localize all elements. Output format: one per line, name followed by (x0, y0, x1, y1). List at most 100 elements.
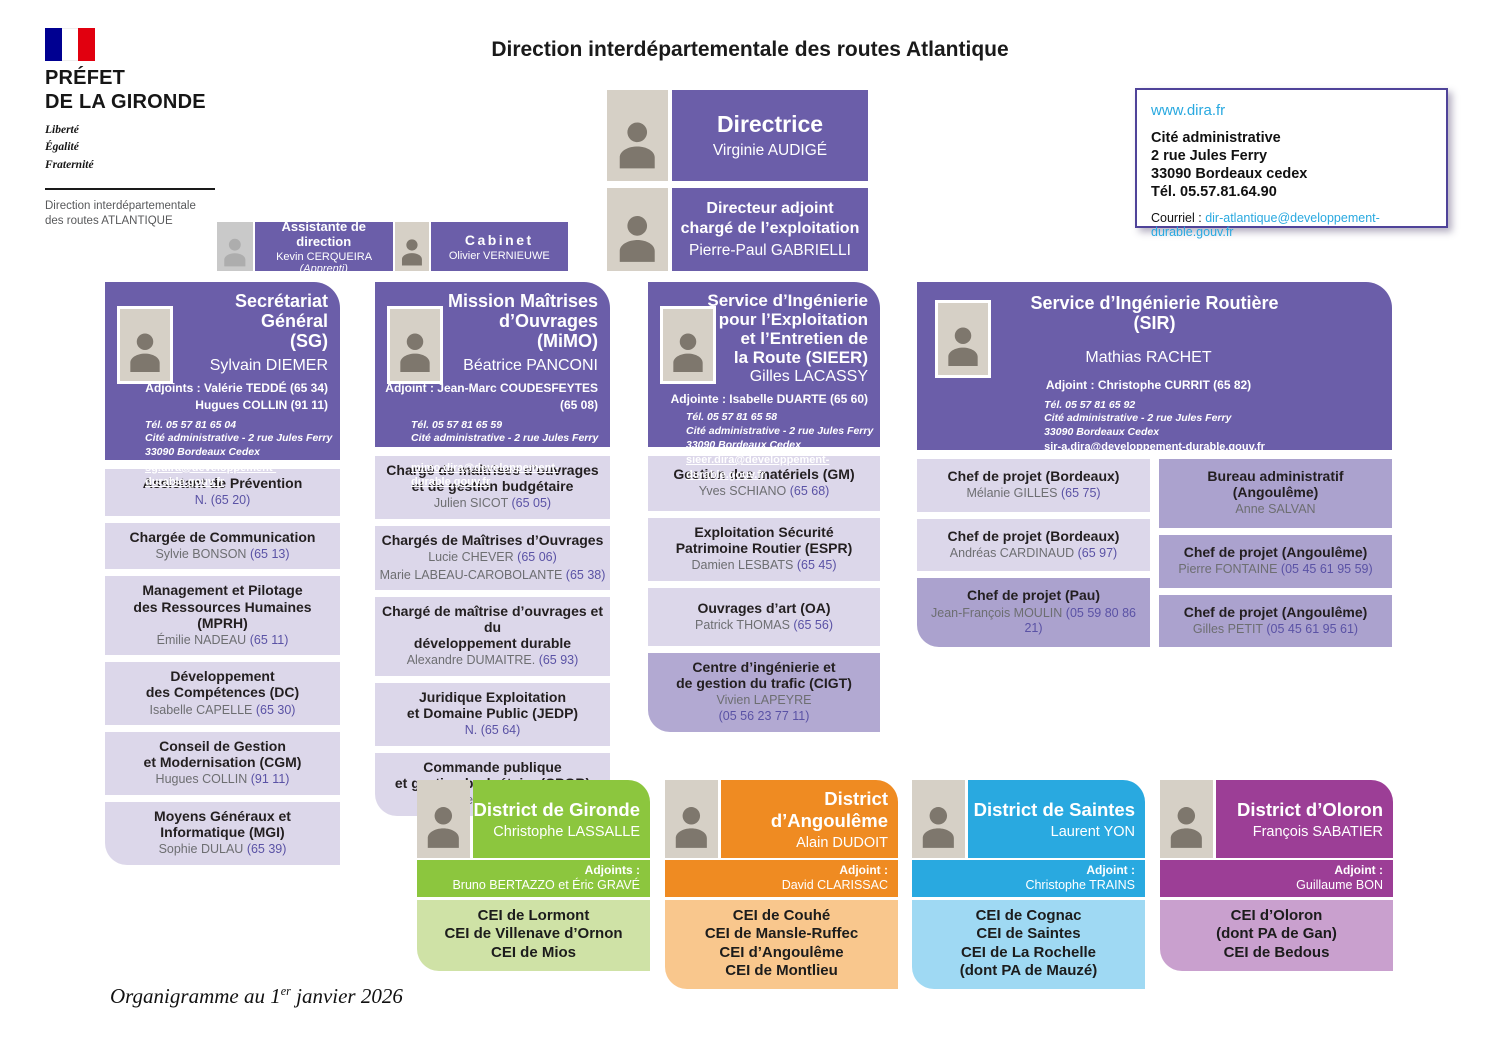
sg-email-link[interactable]: sg.dira@developpement-durable.gouv.fr (145, 461, 277, 489)
directeur-adjoint-name: Pierre-Paul GABRIELLI (689, 241, 851, 259)
unit-title: Chargée de Communication (129, 528, 316, 545)
page-title: Direction interdépartementale des routes… (491, 38, 1009, 61)
unit-person: Alexandre DUMAITRE. (65 93) (406, 653, 579, 668)
unit-person: N. (65 20) (194, 493, 251, 508)
sieer-adjoints: Adjointe : Isabelle DUARTE (65 60) (670, 392, 868, 407)
mimo-contact-lines: Tél. 05 57 81 65 59 Cité administrative … (411, 418, 599, 459)
district-title: District de Saintes (973, 798, 1135, 820)
unit-mprh: Management et Pilotage des Ressources Hu… (105, 576, 340, 656)
contact-info-box: www.dira.fr Cité administrative 2 rue Ju… (1135, 88, 1448, 239)
unit-title: Chef de projet (Angoulême) (1183, 543, 1368, 560)
sir-head-name: Mathias RACHET (1085, 349, 1212, 367)
district-gironde-ceis: CEI de Lormont CEI de Villenave d’Ornon … (417, 900, 650, 971)
footer-suffix: janvier 2026 (290, 984, 403, 1008)
unit-title: Chef de projet (Angoulême) (1183, 603, 1368, 620)
unit-person: Lucie CHEVER (65 06) (428, 549, 557, 564)
unit-person: Patrick THOMAS (65 56) (694, 617, 833, 632)
mimo-head-name: Béatrice PANCONI (463, 357, 598, 375)
sieer-contact-lines: Tél. 05 57 81 65 58 Cité administrative … (686, 411, 874, 451)
district-saintes-header: District de Saintes Laurent YON (912, 780, 1145, 858)
district-title: District d’Angoulême (770, 787, 888, 831)
district-head-name: Laurent YON (1050, 823, 1135, 840)
unit-espr: Exploitation Sécurité Patrimoine Routier… (648, 517, 880, 581)
district-title: District d’Oloron (1237, 798, 1383, 820)
logo-divider (45, 187, 215, 190)
photo-virginie-audige (607, 90, 668, 181)
district-oloron-adjoints: Adjoint : Guillaume BON (1160, 860, 1393, 897)
unit-person: Damien LESBATS (65 45) (691, 557, 837, 572)
photo-beatrice-panconi (387, 306, 443, 384)
email-label: Courriel : (1151, 210, 1206, 225)
mimo-email-link[interactable]: mimo.dira@developpement-durable.gouv.fr (411, 461, 559, 489)
district-gironde-titlebox: District de Gironde Christophe LASSALLE (473, 780, 650, 858)
sieer-email-link[interactable]: sieer.dira@developpement-durable.gouv.fr (686, 454, 830, 481)
unit-bureau-administratif-angouleme: Bureau administratif (Angoulême) Anne SA… (1159, 459, 1392, 528)
unit-title: Chef de projet (Bordeaux) (947, 468, 1120, 484)
district-gironde: District de Gironde Christophe LASSALLE … (417, 780, 650, 971)
district-angouleme-ceis: CEI de Couhé CEI de Mansle-Ruffec CEI d’… (665, 900, 898, 990)
district-oloron-ceis: CEI d’Oloron (dont PA de Gan) CEI de Bed… (1160, 900, 1393, 971)
sir-title: Service d’Ingénierie Routière (SIR) (1030, 293, 1279, 334)
unit-title: Chargés de Maîtrises d’Ouvrages (381, 531, 604, 548)
district-gironde-adjoints: Adjoints : Bruno BERTAZZO et Éric GRAVÉ (417, 860, 650, 897)
unit-person: N. (65 64) (464, 723, 521, 738)
unit-chef-projet-pau: Chef de projet (Pau) Jean-François MOULI… (917, 578, 1150, 647)
district-oloron-titlebox: District d’Oloron François SABATIER (1216, 780, 1393, 858)
adjoint-names: Bruno BERTAZZO et Éric GRAVÉ (452, 878, 640, 892)
email-link[interactable]: dir-atlantique@developpement-durable.gou… (1151, 210, 1380, 239)
unit-title: Développement des Compétences (DC) (145, 668, 300, 701)
sg-title: Secrétariat Général (SG) (234, 291, 328, 352)
flag-red-stripe (78, 28, 96, 61)
district-head-name: François SABATIER (1252, 823, 1383, 840)
unit-assistant-de-prevention: Assistant de Prévention N. (65 20) (105, 469, 340, 516)
unit-title: Chef de projet (Bordeaux) (947, 527, 1120, 544)
service-sg: Secrétariat Général (SG) Sylvain DIEMER … (105, 282, 340, 865)
unit-title: Chargé de maîtrises d’ouvrages et de ges… (386, 462, 599, 495)
assistante-title: Assistante de direction (281, 218, 367, 249)
sg-header: Secrétariat Général (SG) Sylvain DIEMER … (105, 282, 340, 488)
unit-person: Vivien LAPEYRE (05 56 23 77 11) (716, 693, 812, 724)
unit-mo-developpement-durable: Chargé de maîtrise d’ouvrages et du déve… (375, 597, 610, 677)
sieer-head-name: Gilles LACASSY (749, 368, 868, 386)
cabinet-title: Cabinet (464, 231, 534, 248)
sir-contact-lines: Tél. 05 57 81 65 92 Cité administrative … (1044, 398, 1232, 438)
french-flag-icon (45, 28, 96, 61)
unit-person: Sylvie BONSON (65 13) (155, 546, 290, 561)
photo-mathias-rachet (935, 300, 991, 378)
sieer-header: Service d’Ingénierie pour l’Exploitation… (648, 282, 880, 481)
unit-chef-projet-angouleme-1: Chef de projet (Angoulême) Pierre FONTAI… (1159, 534, 1392, 588)
district-saintes-titlebox: District de Saintes Laurent YON (968, 780, 1145, 858)
unit-person: Émilie NADEAU (65 11) (156, 632, 289, 647)
district-head-name: Alain DUDOIT (796, 834, 888, 851)
unit-title: Chargé de maîtrise d’ouvrages et du déve… (382, 603, 603, 652)
adjoint-names: David CLARISSAC (781, 878, 888, 892)
unit-person: Mélanie GILLES (65 75) (966, 486, 1101, 501)
district-angouleme-adjoints: Adjoint : David CLARISSAC (665, 860, 898, 897)
unit-person: Pierre FONTAINE (05 45 61 95 59) (1178, 561, 1373, 576)
sir-adjoints: Adjoint : Christophe CURRIT (65 82) (1045, 378, 1252, 393)
assistante-note: (Apprenti) (299, 262, 348, 275)
unit-person: Gilles PETIT (05 45 61 95 61) (1192, 621, 1359, 636)
footer-superscript: er (280, 984, 291, 998)
directeur-adjoint-title: Directeur adjoint chargé de l’exploitati… (680, 200, 860, 237)
adjoint-label: Adjoint : (839, 863, 888, 877)
photo-olivier-vernieuwe (392, 222, 431, 271)
flag-white-stripe (61, 28, 79, 61)
photo-francois-sabatier (1160, 780, 1213, 858)
unit-person: Anne SALVAN (1235, 502, 1316, 517)
district-oloron: District d’Oloron François SABATIER Adjo… (1160, 780, 1393, 971)
district-title: District de Gironde (473, 798, 640, 820)
cabinet-name: Olivier VERNIEUWE (448, 249, 550, 262)
unit-chef-projet-bordeaux-2: Chef de projet (Bordeaux) Andréas CARDIN… (917, 518, 1150, 572)
assistante-text: Assistante de direction Kevin CERQUEIRA … (255, 218, 393, 275)
website-link[interactable]: www.dira.fr (1151, 102, 1226, 119)
sir-email-link[interactable]: sir-a.dira@developpement-durable.gouv.fr (1044, 441, 1265, 454)
unit-title: Ouvrages d’art (OA) (697, 599, 831, 616)
mimo-units: Chargé de maîtrises d’ouvrages et de ges… (375, 456, 610, 816)
unit-mo-gestion-budgetaire: Chargé de maîtrises d’ouvrages et de ges… (375, 456, 610, 519)
unit-title: Chef de projet (Pau) (966, 587, 1100, 604)
adjoint-label: Adjoint : (1086, 863, 1135, 877)
photo-placeholder-assistante (217, 222, 255, 271)
unit-title: Management et Pilotage des Ressources Hu… (133, 582, 312, 631)
sg-contact-lines: Tél. 05 57 81 65 04 Cité administrative … (145, 418, 333, 459)
